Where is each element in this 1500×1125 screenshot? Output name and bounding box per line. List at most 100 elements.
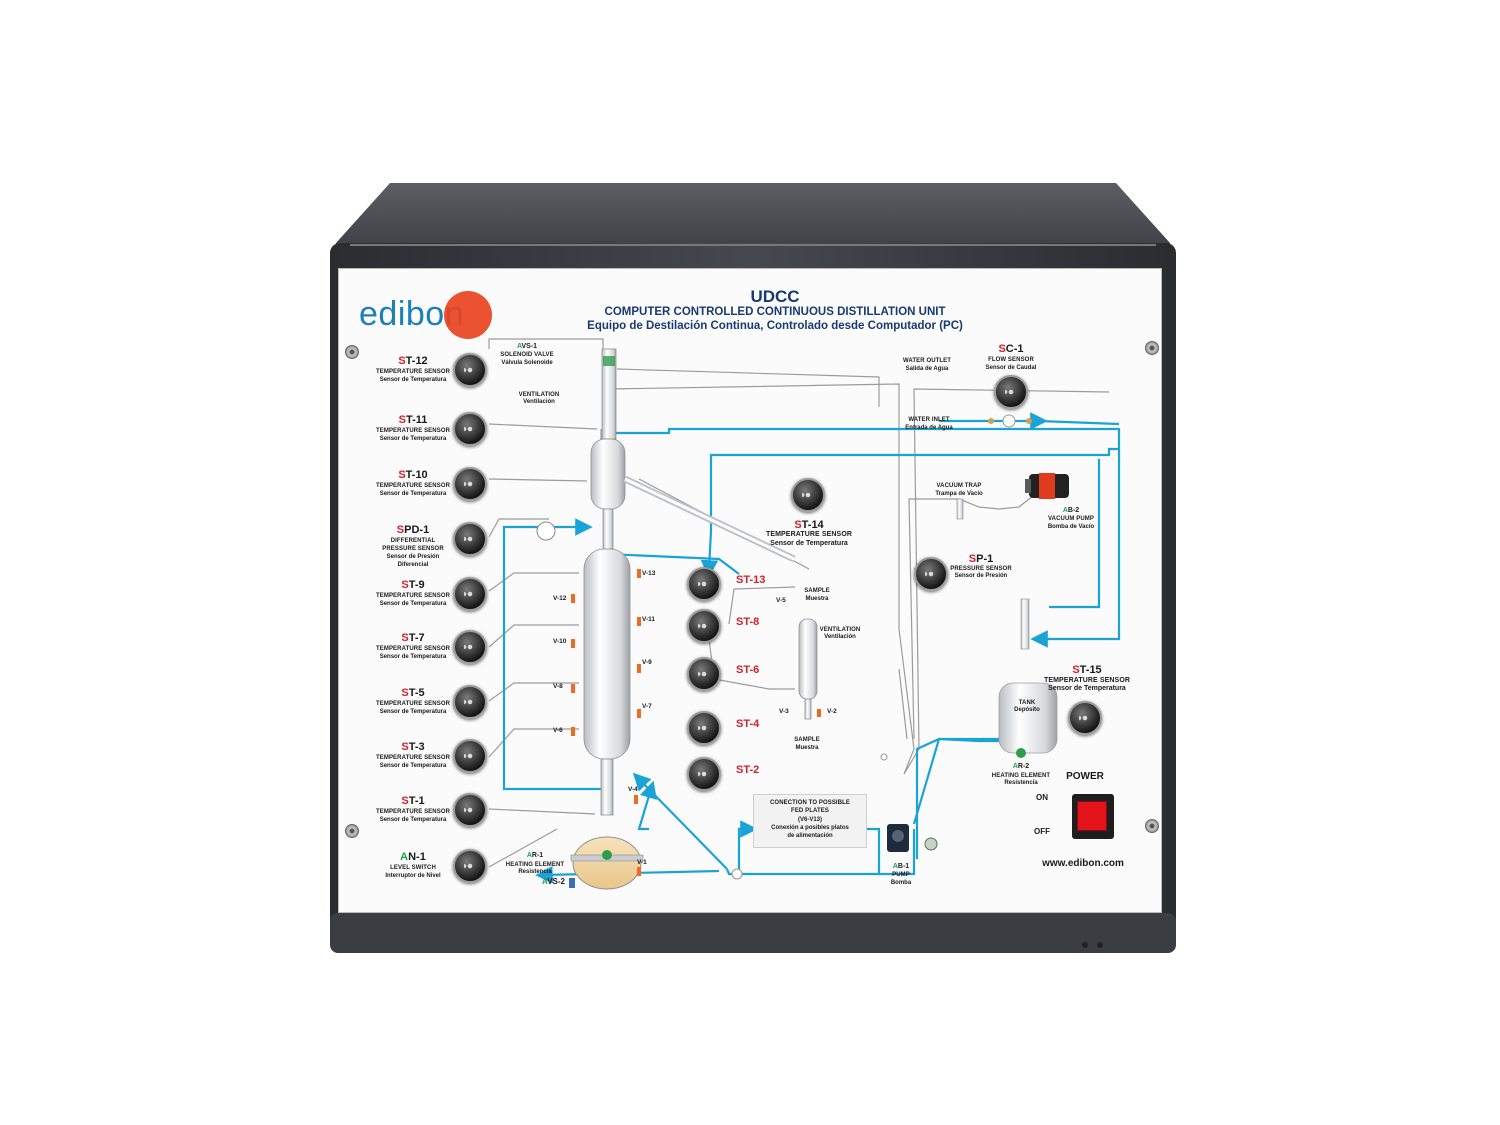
- ventilation-mid-en: VENTILATION: [819, 627, 861, 633]
- power-on-label: ON: [1036, 793, 1048, 802]
- distillation-column: [570, 348, 818, 890]
- sensor-en: DIFFERENTIAL PRESSURE SENSOR: [382, 538, 444, 552]
- v5-label: V-5: [776, 597, 786, 604]
- pump-body: [887, 824, 938, 852]
- ar1-es: Resistencia: [518, 869, 552, 875]
- feed-line2: FED PLATES: [791, 808, 829, 814]
- st15-tag: ST-15: [1072, 664, 1102, 676]
- sensor-tag: ST-10: [398, 469, 428, 481]
- ventilation-top-es: Ventilación: [523, 399, 555, 405]
- column-sensor-connector[interactable]: [687, 567, 721, 601]
- tank-es: Depósito: [1014, 707, 1040, 713]
- sensor-en: TEMPERATURE SENSOR: [375, 428, 451, 434]
- sensor-tag: ST-1: [401, 795, 425, 807]
- ventilation-mid-es: Ventilación: [824, 634, 856, 640]
- water-outlet-es: Salida de Agua: [905, 366, 949, 372]
- ab1-en: PUMP: [892, 872, 910, 878]
- sensor-en: TEMPERATURE SENSOR: [375, 809, 451, 815]
- sample-top-es: Muestra: [805, 596, 829, 602]
- avs1-es: Válvula Solenoide: [501, 360, 553, 366]
- sensor-es: Sensor de Temperatura: [379, 491, 447, 497]
- front-panel: edibon UDCC COMPUTER CONTROLLED CONTINUO…: [338, 268, 1162, 913]
- sensor-en: TEMPERATURE SENSOR: [375, 593, 451, 599]
- sp1-tag: SP-1: [968, 553, 994, 565]
- sensor-connector[interactable]: [453, 522, 487, 556]
- sample-bottom-es: Muestra: [795, 745, 819, 751]
- ar1-en: HEATING ELEMENT: [505, 862, 565, 868]
- sc1-en: FLOW SENSOR: [988, 357, 1034, 363]
- valve-label-right: V-7: [642, 703, 652, 710]
- sensor-tag: AN-1: [400, 851, 426, 863]
- st15-en: TEMPERATURE SENSOR: [1043, 677, 1131, 684]
- panel-screw: [345, 345, 359, 359]
- pressure-sensor-connector[interactable]: [914, 557, 948, 591]
- feed-line3: (V6-V13): [797, 817, 823, 823]
- sensor-connector[interactable]: [453, 577, 487, 611]
- avs1-tag: AVS-1: [516, 343, 538, 350]
- valve-label-right: V-9: [642, 659, 652, 666]
- column-sensor-connector[interactable]: [687, 711, 721, 745]
- tank-en: TANK: [1018, 700, 1036, 706]
- sensor-tag: ST-9: [401, 579, 425, 591]
- sensor-es: Sensor de Temperatura: [379, 377, 447, 383]
- ar2-tag: AR-2: [1012, 763, 1030, 770]
- sensor-tag: ST-5: [401, 687, 425, 699]
- valve-label-right: V-11: [642, 616, 656, 623]
- sensor-es: Sensor de Temperatura: [379, 817, 447, 823]
- sensor-es: Sensor de Temperatura: [379, 709, 447, 715]
- sensor-connector[interactable]: [453, 630, 487, 664]
- power-switch[interactable]: [1072, 794, 1114, 839]
- sensor-es: Interruptor de Nivel: [385, 873, 441, 879]
- v3-label: V-3: [779, 708, 789, 715]
- column-sensor-label: ST-8: [736, 616, 760, 628]
- column-sensor-label: ST-2: [736, 764, 760, 776]
- power-off-label: OFF: [1034, 827, 1050, 836]
- st15-connector[interactable]: [1068, 701, 1102, 735]
- sensor-tag: ST-11: [398, 414, 428, 426]
- column-sensor-connector[interactable]: [687, 609, 721, 643]
- sensor-es: Sensor de Temperatura: [379, 601, 447, 607]
- sensor-connector[interactable]: [453, 412, 487, 446]
- title-en: COMPUTER CONTROLLED CONTINUOUS DISTILLAT…: [604, 306, 946, 318]
- sensor-connector[interactable]: [453, 467, 487, 501]
- ar2-es: Resistencia: [1004, 780, 1038, 786]
- avs2-valve-icon: [569, 878, 575, 888]
- sensor-en: TEMPERATURE SENSOR: [375, 701, 451, 707]
- ab2-en: VACUUM PUMP: [1048, 516, 1094, 522]
- sp1-es: Sensor de Presión: [954, 573, 1008, 579]
- sensor-connector[interactable]: [453, 849, 487, 883]
- title-es: Equipo de Destilación Continua, Controla…: [587, 320, 963, 332]
- column-sensor-label: ST-4: [736, 718, 760, 730]
- sensor-connector[interactable]: [453, 739, 487, 773]
- sample-top-en: SAMPLE: [804, 588, 830, 594]
- sensor-connector[interactable]: [453, 353, 487, 387]
- sensor-connector[interactable]: [453, 685, 487, 719]
- column-sensor-connector[interactable]: [687, 657, 721, 691]
- st14-connector[interactable]: [791, 478, 825, 512]
- sensor-tag: ST-12: [398, 355, 428, 367]
- sensor-es: Sensor de Temperatura: [379, 436, 447, 442]
- flow-sensor-connector[interactable]: [994, 375, 1028, 409]
- ventilation-top-en: VENTILATION: [518, 392, 560, 398]
- column-sensor-connector[interactable]: [687, 757, 721, 791]
- sensor-connector[interactable]: [453, 793, 487, 827]
- water-outlet-en: WATER OUTLET: [902, 358, 952, 364]
- feed-plates-box: CONECTION TO POSSIBLE FED PLATES (V6-V13…: [753, 794, 867, 848]
- sensor-tag: ST-3: [401, 741, 425, 753]
- sensor-es: Sensor de Temperatura: [379, 654, 447, 660]
- power-rocker[interactable]: [1077, 801, 1107, 831]
- vacuum-trap-es: Trampa de Vacío: [935, 491, 983, 497]
- ab1-es: Bomba: [890, 880, 912, 886]
- valve-label-right: V-13: [642, 570, 656, 577]
- sensor-en: TEMPERATURE SENSOR: [375, 483, 451, 489]
- v2-label: V-2: [827, 708, 837, 715]
- st14-tag: ST-14: [794, 519, 824, 531]
- valve-label-left: V-8: [553, 683, 563, 690]
- sensor-wires: [488, 338, 1110, 868]
- sensor-en: LEVEL SWITCH: [390, 865, 436, 871]
- tank-vessel: [998, 682, 1058, 758]
- feed-line5: de alimentación: [787, 833, 833, 839]
- sensor-es: Sensor de Temperatura: [379, 763, 447, 769]
- valve-label-left: V-10: [553, 638, 567, 645]
- st14-en: TEMPERATURE SENSOR: [765, 531, 853, 538]
